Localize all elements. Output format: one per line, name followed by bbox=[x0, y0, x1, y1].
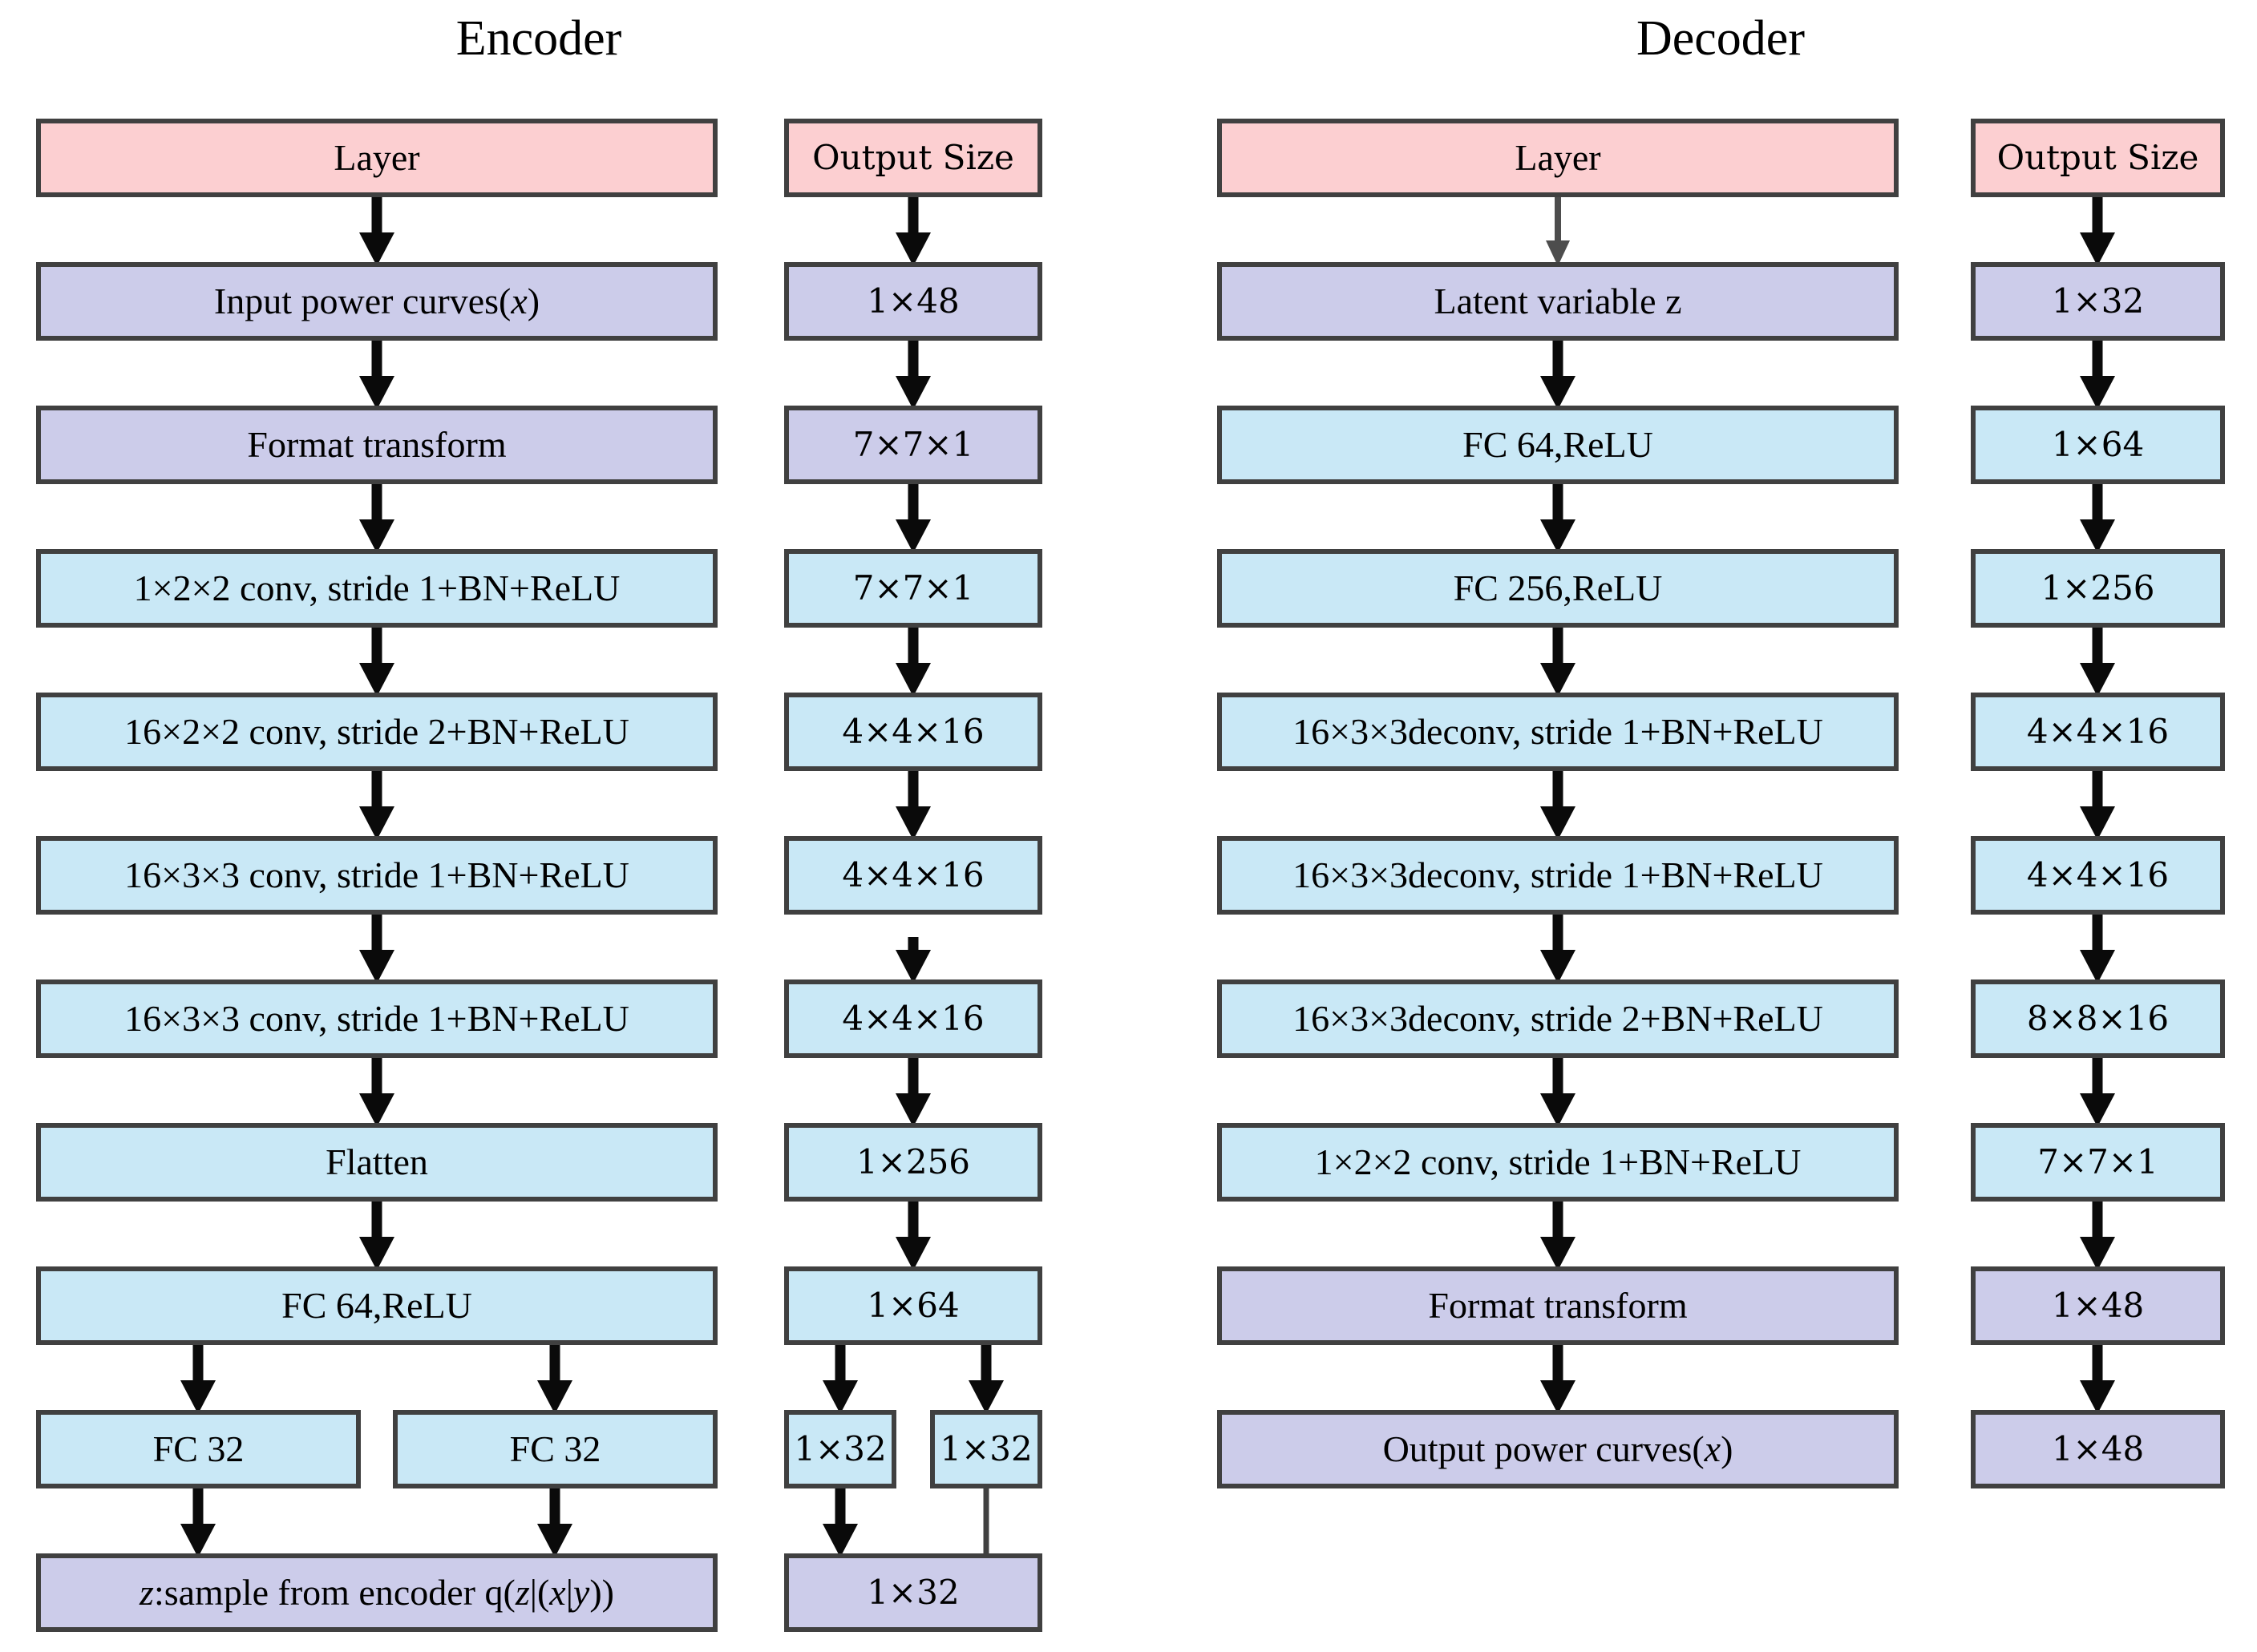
flow-arrow-head bbox=[1540, 1093, 1575, 1127]
flow-arrow-head bbox=[896, 663, 931, 697]
encoder-layer-header: Layer bbox=[36, 119, 718, 197]
flow-arrow-head bbox=[2080, 1380, 2115, 1414]
decoder-size-row6: 8×8×16 bbox=[1971, 979, 2225, 1058]
flow-arrow-head bbox=[180, 1380, 216, 1414]
encoder-size-header: Output Size bbox=[784, 119, 1042, 197]
flow-arrow-head bbox=[359, 806, 394, 840]
encoder-layer-z-sample: z:sample from encoder q(z|(x|y)) bbox=[36, 1553, 718, 1632]
flow-arrow-head bbox=[359, 950, 394, 984]
encoder-layer-conv2: 16×2×2 conv, stride 2+BN+ReLU bbox=[36, 693, 718, 771]
flow-arrow-head bbox=[896, 950, 931, 984]
decoder-size-row3: 1×256 bbox=[1971, 549, 2225, 628]
flow-arrow-head bbox=[2080, 519, 2115, 553]
decoder-layer-fc64: FC 64,ReLU bbox=[1217, 406, 1899, 484]
decoder-size-row7: 7×7×1 bbox=[1971, 1123, 2225, 1202]
decoder-layer-deconv2: 16×3×3deconv, stride 1+BN+ReLU bbox=[1217, 836, 1899, 915]
flow-arrow-head bbox=[359, 376, 394, 410]
decoder-size-header: Output Size bbox=[1971, 119, 2225, 197]
flow-arrow-head bbox=[1540, 1380, 1575, 1414]
flow-arrow-head bbox=[2080, 1093, 2115, 1127]
decoder-size-row1: 1×32 bbox=[1971, 262, 2225, 341]
flow-arrow-head bbox=[537, 1524, 572, 1557]
flow-arrow-head bbox=[2080, 376, 2115, 410]
flow-arrow-head bbox=[2080, 806, 2115, 840]
encoder-layer-fc64: FC 64,ReLU bbox=[36, 1266, 718, 1345]
decoder-size-row4: 4×4×16 bbox=[1971, 693, 2225, 771]
flow-arrow-head bbox=[2080, 663, 2115, 697]
flow-arrow-head bbox=[359, 1237, 394, 1270]
flow-arrow-head bbox=[2080, 232, 2115, 266]
decoder-size-row9: 1×48 bbox=[1971, 1410, 2225, 1488]
flow-arrow-head bbox=[969, 1380, 1004, 1414]
encoder-size-row4: 4×4×16 bbox=[784, 693, 1042, 771]
decoder-layer-conv: 1×2×2 conv, stride 1+BN+ReLU bbox=[1217, 1123, 1899, 1202]
encoder-size-row5: 4×4×16 bbox=[784, 836, 1042, 915]
encoder-layer-fc32-sigma: FC 32 bbox=[393, 1410, 718, 1488]
decoder-title: Decoder bbox=[1636, 11, 1805, 66]
flow-arrow-head bbox=[1540, 519, 1575, 553]
decoder-size-row2: 1×64 bbox=[1971, 406, 2225, 484]
encoder-layer-input: Input power curves(x) bbox=[36, 262, 718, 341]
encoder-size-32-final: 1×32 bbox=[784, 1553, 1042, 1632]
flow-arrow-head bbox=[896, 519, 931, 553]
flow-arrow-head bbox=[1540, 1237, 1575, 1270]
encoder-layer-conv4: 16×3×3 conv, stride 1+BN+ReLU bbox=[36, 979, 718, 1058]
decoder-layer-latent-z: Latent variable z bbox=[1217, 262, 1899, 341]
encoder-layer-conv3: 16×3×3 conv, stride 1+BN+ReLU bbox=[36, 836, 718, 915]
flow-arrow-head bbox=[359, 1093, 394, 1127]
flow-arrow-head bbox=[896, 806, 931, 840]
decoder-size-row8: 1×48 bbox=[1971, 1266, 2225, 1345]
encoder-size-row8: 1×64 bbox=[784, 1266, 1042, 1345]
decoder-layer-deconv1: 16×3×3deconv, stride 1+BN+ReLU bbox=[1217, 693, 1899, 771]
flow-arrow-head bbox=[359, 519, 394, 553]
decoder-layer-output: Output power curves(x) bbox=[1217, 1410, 1899, 1488]
encoder-layer-fc32-mu: FC 32 bbox=[36, 1410, 361, 1488]
flow-arrow-head bbox=[537, 1380, 572, 1414]
flow-arrow-head bbox=[1540, 663, 1575, 697]
flow-arrow-head bbox=[1540, 806, 1575, 840]
encoder-size-row3: 7×7×1 bbox=[784, 549, 1042, 628]
encoder-layer-format-transform: Format transform bbox=[36, 406, 718, 484]
encoder-size-row6: 4×4×16 bbox=[784, 979, 1042, 1058]
flow-arrow-gray-head bbox=[1546, 240, 1570, 266]
flow-arrow-head bbox=[180, 1524, 216, 1557]
decoder-layer-format-transform: Format transform bbox=[1217, 1266, 1899, 1345]
encoder-size-row1: 1×48 bbox=[784, 262, 1042, 341]
decoder-size-row5: 4×4×16 bbox=[1971, 836, 2225, 915]
flow-arrow-head bbox=[896, 376, 931, 410]
encoder-size-row2: 7×7×1 bbox=[784, 406, 1042, 484]
flow-arrow-head bbox=[823, 1380, 858, 1414]
decoder-layer-deconv3: 16×3×3deconv, stride 2+BN+ReLU bbox=[1217, 979, 1899, 1058]
encoder-size-row7: 1×256 bbox=[784, 1123, 1042, 1202]
flow-arrow-head bbox=[359, 232, 394, 266]
flow-arrow-head bbox=[359, 663, 394, 697]
decoder-layer-header: Layer bbox=[1217, 119, 1899, 197]
encoder-title: Encoder bbox=[455, 11, 622, 66]
flow-arrow-head bbox=[896, 1093, 931, 1127]
flow-arrow-head bbox=[1540, 376, 1575, 410]
encoder-layer-conv1: 1×2×2 conv, stride 1+BN+ReLU bbox=[36, 549, 718, 628]
encoder-size-32-right: 1×32 bbox=[930, 1410, 1042, 1488]
flow-arrow-head bbox=[1540, 950, 1575, 984]
encoder-size-32-left: 1×32 bbox=[784, 1410, 896, 1488]
flow-arrow-head bbox=[2080, 950, 2115, 984]
flow-arrow-head bbox=[2080, 1237, 2115, 1270]
decoder-layer-fc256: FC 256,ReLU bbox=[1217, 549, 1899, 628]
flow-arrow-head bbox=[896, 1237, 931, 1270]
encoder-layer-flatten: Flatten bbox=[36, 1123, 718, 1202]
flow-arrow-head bbox=[823, 1524, 858, 1557]
flow-arrow-head bbox=[896, 232, 931, 266]
